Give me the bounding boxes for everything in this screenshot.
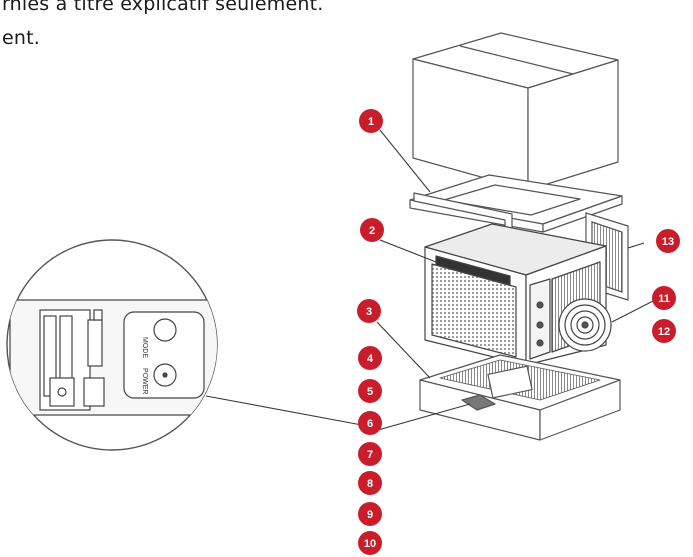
- leader-lines: [205, 129, 656, 431]
- callout-3: 3: [366, 306, 372, 318]
- caption-line-2: ent.: [2, 27, 41, 49]
- callout-9: 9: [367, 509, 373, 521]
- callout-8: 8: [367, 478, 373, 490]
- control-label-bottom: POWER: [141, 368, 148, 394]
- callout-2: 2: [369, 225, 375, 237]
- air-conditioner-unit: [424, 223, 612, 366]
- callout-badges: 1 2 3 4 5 6 7 8 9 10 11 12 13: [357, 109, 680, 555]
- callout-12: 12: [658, 326, 670, 338]
- zoom-inset: MODE POWER: [6, 239, 218, 451]
- callout-1: 1: [368, 116, 374, 128]
- callout-4: 4: [367, 353, 374, 365]
- control-label-top: MODE: [141, 337, 148, 358]
- callout-13: 13: [662, 236, 674, 248]
- top-foam-cap: [409, 174, 623, 253]
- bottom-foam-tray: [419, 354, 621, 441]
- caption-line-1: rnies à titre explicatif seulement.: [2, 0, 324, 15]
- shipping-box: [412, 32, 619, 191]
- callout-10: 10: [364, 538, 376, 550]
- callout-11: 11: [658, 293, 670, 305]
- callout-6: 6: [367, 418, 373, 430]
- callout-5: 5: [367, 386, 373, 398]
- callout-7: 7: [367, 449, 373, 461]
